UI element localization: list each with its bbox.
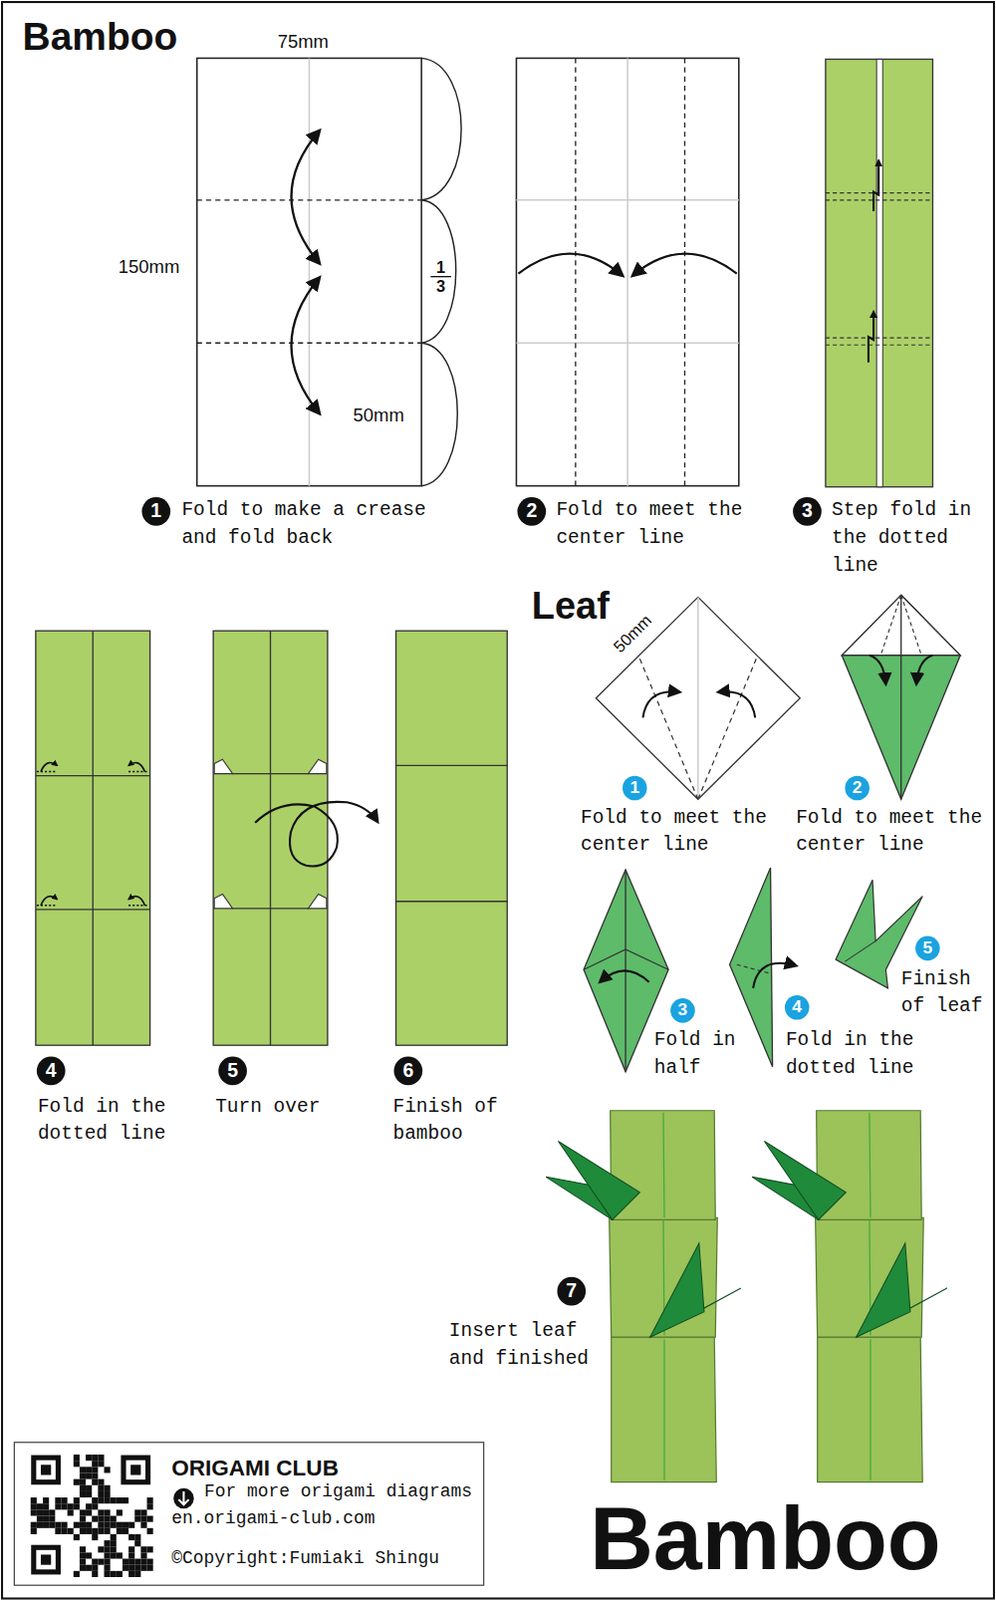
step-instruction: Finish of leaf: [901, 965, 990, 1020]
step-number: 4: [791, 996, 802, 1017]
step-instruction: Finish of bamboo: [392, 1092, 509, 1148]
callout-number: 2: [844, 775, 870, 801]
callout-number: 5: [915, 936, 941, 962]
promo-text: For more origami diagrams: [204, 1481, 473, 1503]
step-instruction: Fold in the dotted line: [37, 1092, 178, 1148]
callout-number: 4: [36, 1055, 66, 1085]
step-number: 5: [923, 938, 934, 959]
step-number: 3: [678, 999, 689, 1020]
callout-number: 3: [670, 997, 696, 1023]
step-instruction: Fold in half: [654, 1026, 743, 1082]
step-number: 5: [227, 1059, 239, 1083]
step-number: 3: [801, 499, 813, 523]
website-url: en.origami-club.com: [171, 1506, 375, 1529]
step-number: 7: [565, 1279, 577, 1303]
dimension-label: 50mm: [353, 405, 405, 427]
dimension-label: 150mm: [118, 255, 181, 277]
step-number: 1: [150, 499, 162, 523]
callout-number: 6: [393, 1055, 423, 1085]
dimension-label: 75mm: [277, 31, 329, 53]
callout-number: 5: [218, 1055, 248, 1085]
step-number: 2: [525, 499, 537, 523]
step-instruction: Turn over: [215, 1092, 332, 1121]
step-number: 2: [852, 777, 863, 798]
section-heading: Leaf: [531, 585, 610, 628]
callout-number: 2: [516, 497, 546, 526]
copyright-text: ©Copyright:Fumiaki Shingu: [171, 1546, 440, 1569]
step-instruction: Fold to meet the center line: [580, 803, 779, 859]
callout-number: 1: [141, 497, 171, 526]
callout-number: 1: [622, 775, 648, 801]
step-instruction: Insert leaf and finished: [449, 1317, 595, 1373]
callout-number: 7: [556, 1276, 586, 1306]
step-number: 6: [402, 1059, 414, 1083]
brand-name: ORIGAMI CLUB: [171, 1454, 339, 1482]
fraction-denominator: 3: [436, 277, 446, 297]
step-instruction: Fold to meet the center line: [795, 803, 995, 859]
callout-number: 4: [784, 995, 810, 1020]
step-instruction: Fold in the dotted line: [785, 1026, 926, 1082]
step-instruction: Fold to meet the center line: [555, 497, 754, 552]
step-number: 4: [45, 1059, 57, 1083]
step-instruction: Fold to make a crease and fold back: [181, 497, 438, 552]
credit-box: ORIGAMI CLUBFor more origami diagrams en.…: [13, 1442, 484, 1585]
big-title: Bamboo: [589, 1490, 941, 1587]
step-number: 1: [629, 777, 640, 798]
step-instruction: Step fold in the dotted line: [831, 497, 978, 580]
callout-number: 3: [792, 497, 822, 526]
diagram-title: Bamboo: [22, 13, 179, 61]
fraction-numerator: 1: [436, 257, 446, 277]
